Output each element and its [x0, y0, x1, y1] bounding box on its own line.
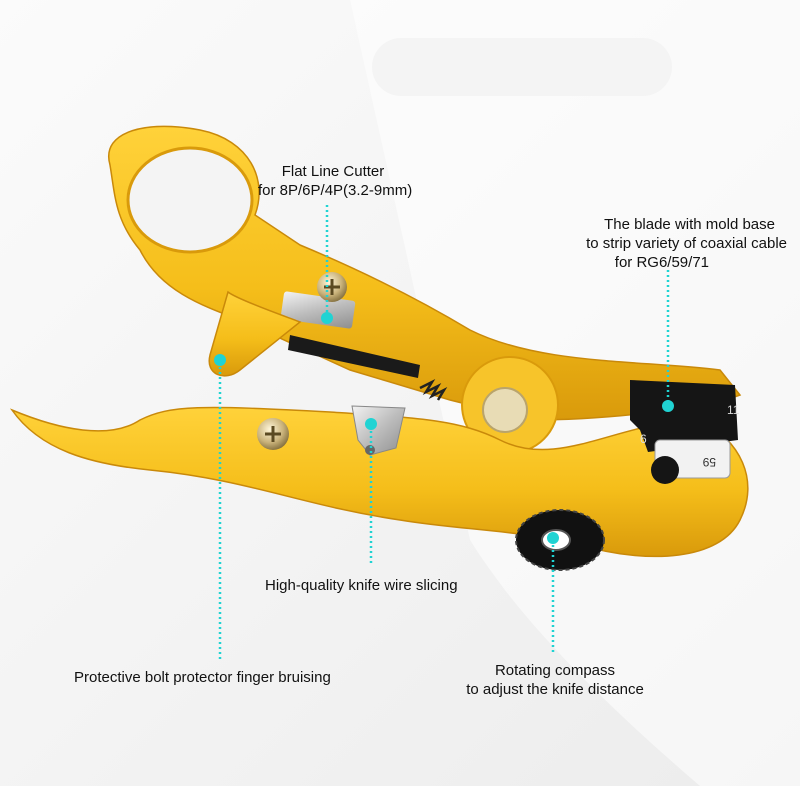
- lower-jaw-screw: [257, 418, 289, 450]
- label-flat-line-cutter: Flat Line Cutter for 8P/6P/4P(3.2-9mm): [258, 162, 413, 200]
- label-flat-line-cutter-line1: Flat Line Cutter: [281, 163, 385, 180]
- callout-lines: [218, 205, 670, 662]
- background-handle-cutout: [372, 38, 672, 96]
- label-flat-line-cutter-line2: for 8P/6P/4P(3.2-9mm): [258, 182, 413, 199]
- label-knife-slicing-line1: High-quality knife wire slicing: [265, 577, 458, 594]
- spring: [419, 378, 448, 401]
- flat-cutter-screw: [317, 272, 347, 302]
- callout-dots: [214, 312, 674, 544]
- callout-dot-blade-mold: [662, 400, 674, 412]
- label-blade-mold-base-line2: to strip variety of coaxial cable: [586, 235, 787, 252]
- label-blade-mold-base-line3: for RG6/59/71: [614, 254, 709, 271]
- protective-bolt-lever: [208, 290, 302, 377]
- label-blade-mold-base: The blade with mold base to strip variet…: [540, 215, 787, 272]
- label-knife-slicing: High-quality knife wire slicing: [265, 576, 458, 595]
- pivot-hub: [461, 356, 559, 454]
- thumb-ring-hole: [128, 148, 252, 252]
- callout-dot-flat-cutter: [321, 312, 333, 324]
- rotating-compass-wheel: [515, 509, 605, 571]
- label-rotating-compass-line2: to adjust the knife distance: [466, 681, 644, 698]
- slicing-knife-blade: [351, 405, 406, 456]
- callout-dot-compass: [547, 532, 559, 544]
- black-cutter-insert: [288, 335, 420, 378]
- die-number-6: 6: [640, 432, 647, 446]
- label-bolt-protector-line1: Protective bolt protector finger bruisin…: [74, 669, 331, 686]
- label-rotating-compass: Rotating compass to adjust the knife dis…: [445, 661, 665, 699]
- coax-mold-base-die: [630, 380, 738, 484]
- callout-dot-bolt: [214, 354, 226, 366]
- callout-dot-knife: [365, 418, 377, 430]
- label-bolt-protector: Protective bolt protector finger bruisin…: [74, 668, 331, 687]
- label-rotating-compass-line1: Rotating compass: [494, 662, 616, 679]
- die-number-11: 11: [727, 403, 740, 417]
- die-number-59: 59: [702, 455, 716, 469]
- label-blade-mold-base-line1: The blade with mold base: [604, 216, 775, 233]
